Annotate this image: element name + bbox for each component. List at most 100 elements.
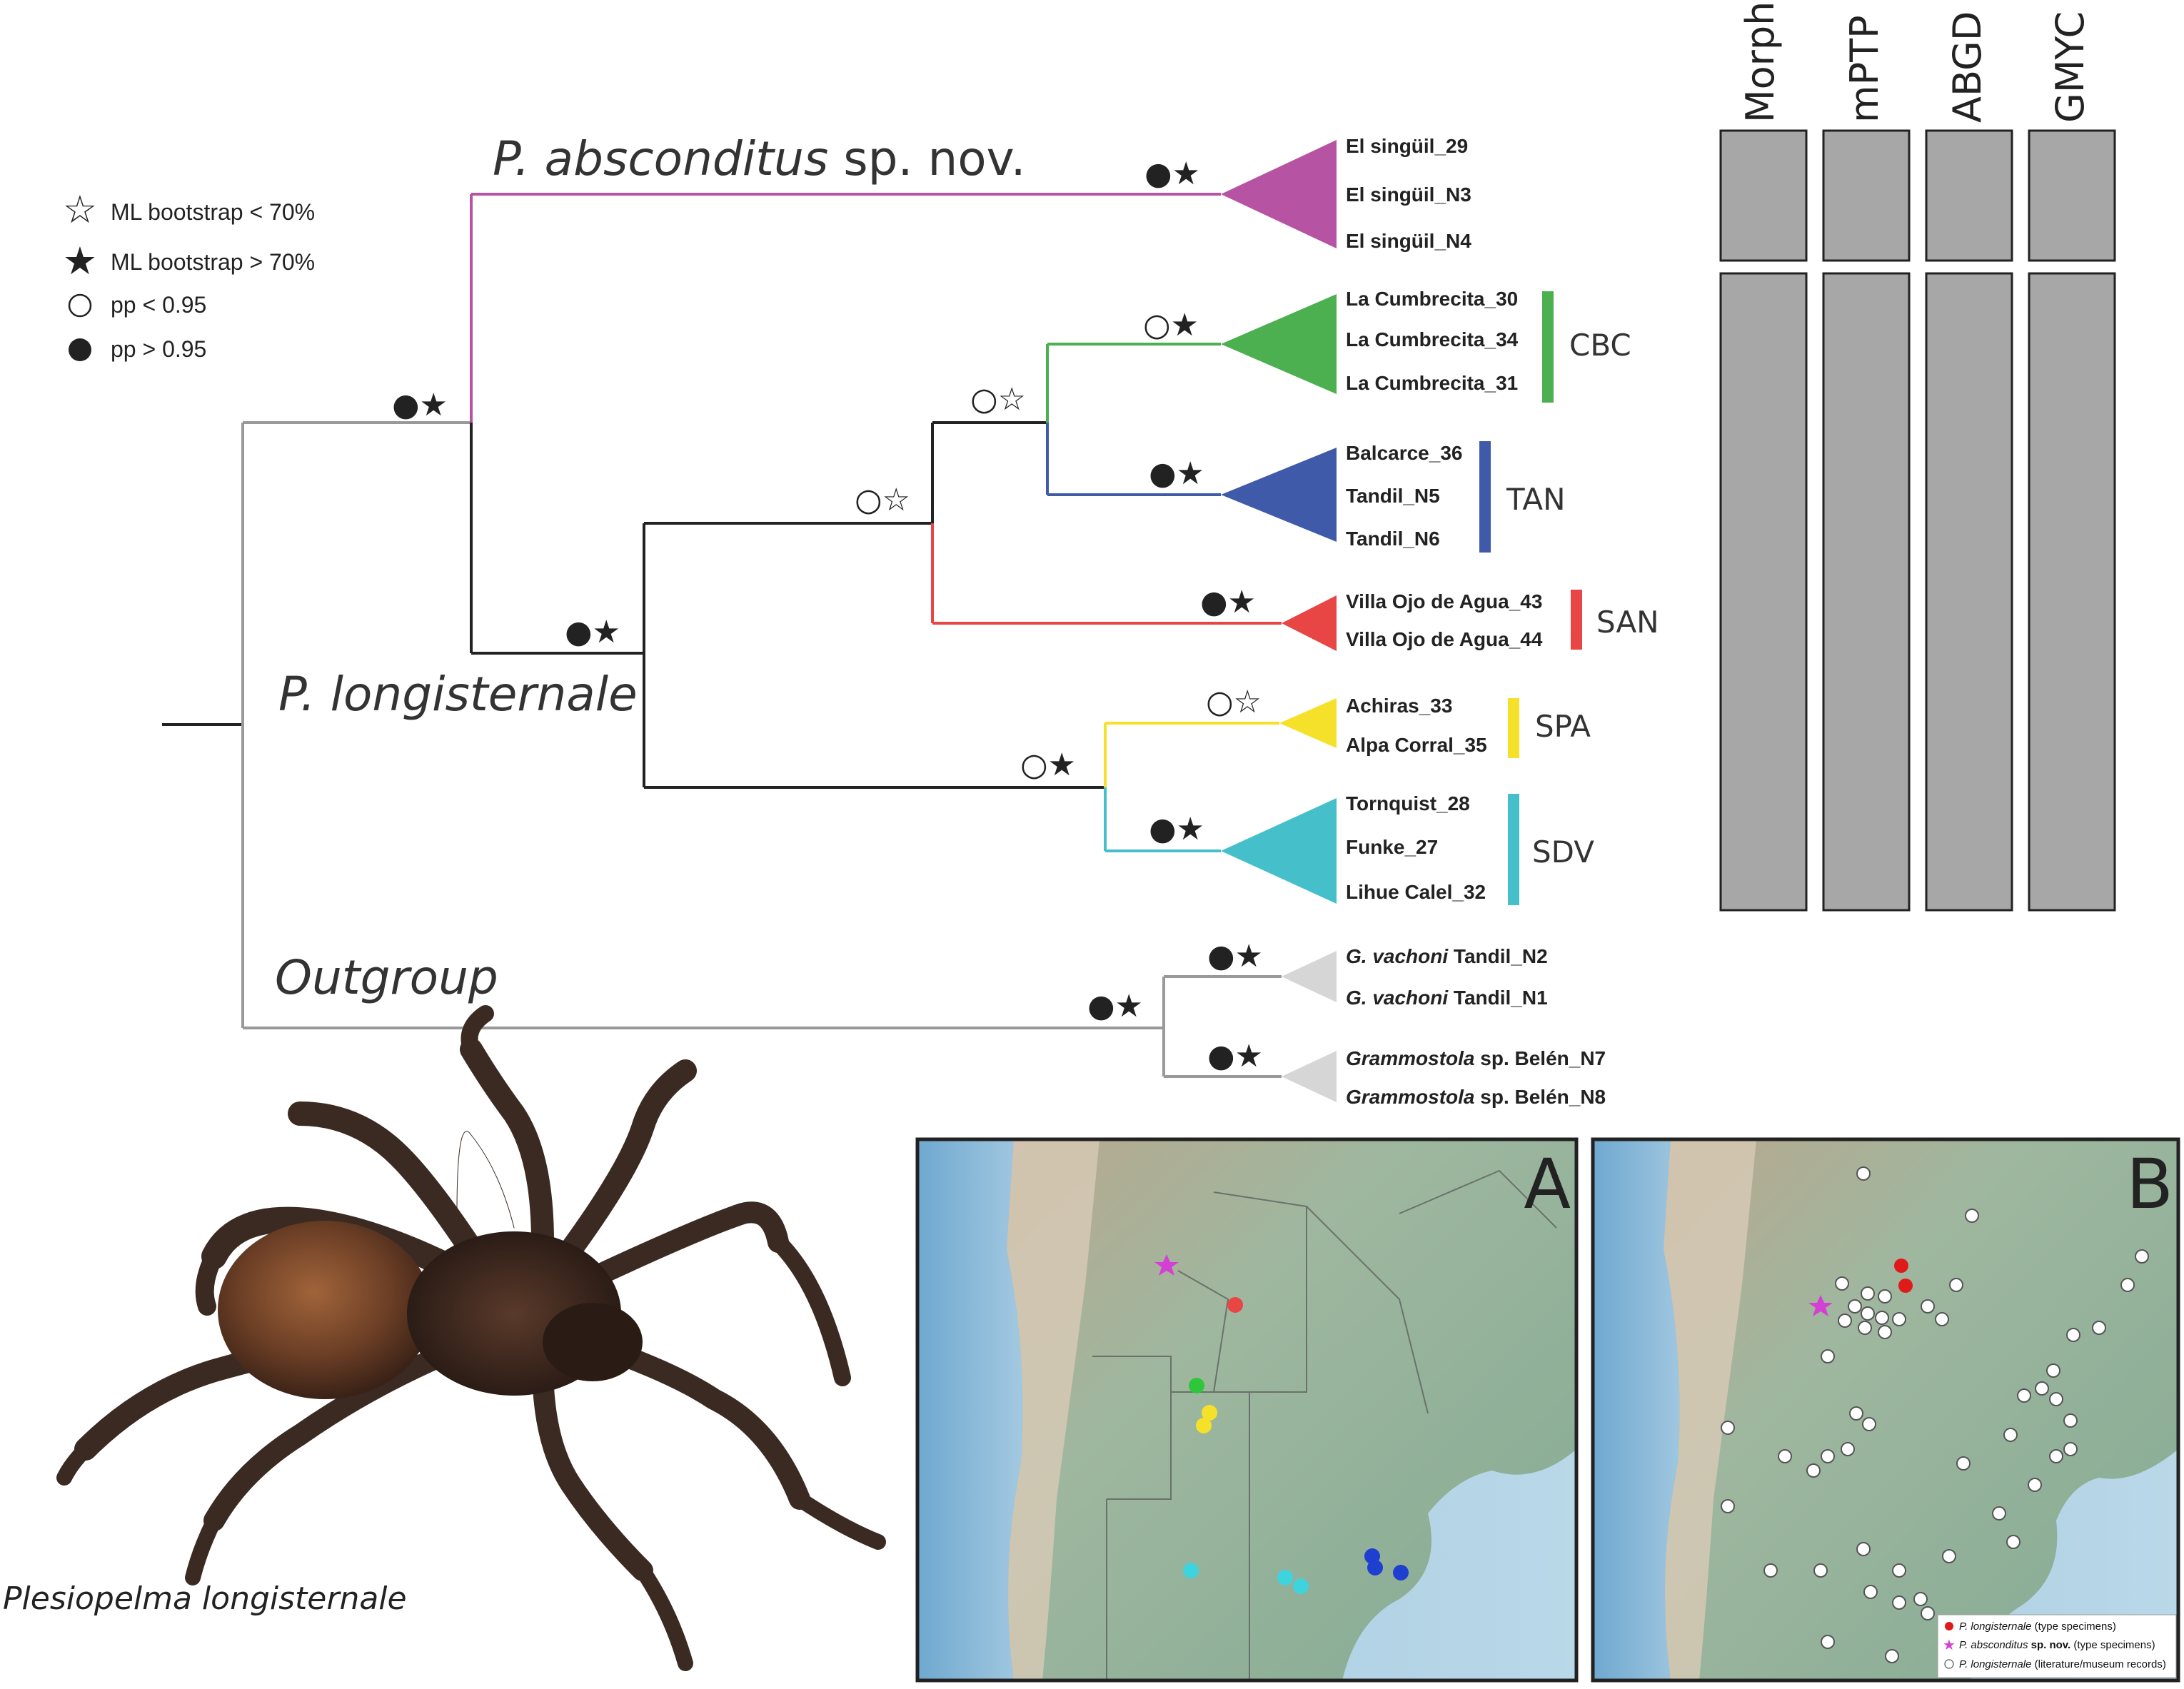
support-value: ○☆: [1206, 684, 1262, 720]
locality-point: [1196, 1418, 1212, 1433]
support-value: ●★: [1149, 811, 1204, 847]
svg-text:☆: ☆: [63, 187, 97, 232]
legend-red-dot-icon: [1945, 1622, 1953, 1630]
tip-label: Funke_27: [1346, 836, 1438, 858]
tip-label: El singüil_N3: [1346, 183, 1471, 206]
support-value: ●★: [1144, 156, 1200, 192]
locality-point: [1277, 1570, 1293, 1585]
legend-label: pp < 0.95: [111, 292, 206, 318]
support-value: ●★: [1149, 455, 1204, 492]
map-a: A: [915, 1137, 1579, 1683]
locality-point: [1202, 1405, 1217, 1421]
tip-label: Lihue Calel_32: [1346, 881, 1486, 903]
group-bar-san: [1571, 590, 1582, 650]
tip-label: Villa Ojo de Agua_44: [1346, 628, 1543, 650]
triangle-absc: [1221, 140, 1337, 248]
legend-label: pp > 0.95: [111, 336, 206, 362]
delimitation-box: [1925, 129, 2013, 262]
delimitation-columns: Morph mPTP ABGD GMYC: [1719, 1, 2116, 912]
tip-labels: El singüil_29 El singüil_N3 El singüil_N…: [1346, 135, 1606, 1108]
tip-label: Tornquist_28: [1346, 792, 1470, 815]
tip-label: La Cumbrecita_31: [1346, 372, 1518, 394]
support-value: ●★: [1200, 584, 1256, 620]
triangle-cbc: [1221, 294, 1337, 394]
tip-label: Grammostola sp. Belén_N8: [1346, 1086, 1606, 1108]
tip-label: La Cumbrecita_34: [1346, 328, 1519, 351]
support-value: ○☆: [970, 381, 1026, 418]
delimitation-box: [1822, 129, 1911, 262]
column-header: mPTP: [1842, 15, 1887, 123]
group-abbr: SDV: [1532, 835, 1594, 869]
tip-label: Balcarce_36: [1346, 442, 1462, 464]
tip-label: G. vachoni Tandil_N1: [1346, 987, 1548, 1009]
triangle-spa: [1279, 698, 1337, 748]
locality-point: [1227, 1297, 1243, 1313]
type-specimen-point: [1894, 1259, 1908, 1273]
legend-open-circle-icon: [68, 293, 92, 318]
map-a-frame: [915, 1137, 1579, 1683]
support-value: ●★: [1207, 1038, 1263, 1074]
spider-photo: Plesiopelma longisternale: [3, 1005, 886, 1671]
map-a-label: A: [1524, 1144, 1571, 1224]
tip-label: Achiras_33: [1346, 695, 1452, 717]
triangle-grammostola: [1282, 1051, 1337, 1102]
delimitation-box: [2028, 129, 2116, 262]
support-value: ●★: [565, 614, 620, 650]
map-b-frame: [1591, 1137, 2180, 1683]
triangle-vachoni: [1282, 951, 1337, 1002]
svg-text:★: ★: [63, 238, 97, 283]
triangle-san: [1282, 595, 1337, 651]
support-legend: ☆ ML bootstrap < 70% ★ ML bootstrap > 70…: [63, 187, 315, 362]
tip-label: El singüil_29: [1346, 135, 1468, 157]
column-header: ABGD: [1945, 11, 1990, 123]
map-b-type-star-icon: [1808, 1295, 1833, 1316]
map-a-borders: [1092, 1169, 1557, 1680]
support-value: ○☆: [855, 482, 910, 518]
tip-label: Villa Ojo de Agua_43: [1346, 590, 1542, 612]
map-legend-label: P. longisternale (literature/museum reco…: [1959, 1658, 2166, 1670]
group-bar-sdv: [1508, 794, 1519, 905]
spider-abdomen: [218, 1221, 432, 1399]
delimitation-box: [2028, 272, 2116, 912]
support-value: ○★: [1020, 747, 1076, 783]
legend-white-dot-icon: [1944, 1659, 1954, 1669]
delimitation-box: [1719, 129, 1808, 262]
clade-triangles: [1221, 140, 1337, 1102]
legend-label: ML bootstrap < 70%: [111, 199, 315, 225]
triangle-sdv: [1221, 798, 1337, 904]
spider-caption: Plesiopelma longisternale: [3, 1580, 407, 1617]
map-b-label: B: [2126, 1144, 2173, 1224]
clade-label-absconditus: P. absconditus sp. nov.: [493, 131, 1026, 186]
map-legend-label: P. longisternale (type specimens): [1959, 1620, 2116, 1633]
map-a-land: [1007, 1139, 1576, 1680]
column-header: GMYC: [2048, 11, 2093, 123]
type-specimen-point: [1898, 1279, 1913, 1293]
tip-label: Tandil_N6: [1346, 528, 1440, 550]
triangle-tan: [1221, 448, 1337, 542]
locality-point: [1293, 1578, 1309, 1594]
locality-point: [1393, 1565, 1409, 1580]
map-a-type-star-icon: [1154, 1254, 1179, 1276]
phylogenetic-tree: [162, 193, 1282, 1078]
column-header: Morph: [1738, 1, 1783, 123]
tip-label: La Cumbrecita_30: [1346, 288, 1518, 310]
tip-label: Tandil_N5: [1346, 485, 1440, 507]
tip-label: G. vachoni Tandil_N2: [1346, 945, 1548, 967]
group-bars: CBC TAN SAN SPA SDV: [1479, 291, 1659, 905]
group-bar-spa: [1508, 698, 1519, 758]
group-abbr: CBC: [1569, 328, 1631, 363]
legend-magenta-star-icon: ★: [1943, 1638, 1956, 1653]
tip-label: Grammostola sp. Belén_N7: [1346, 1047, 1606, 1069]
locality-point: [1183, 1563, 1199, 1578]
support-value: ●★: [1087, 988, 1143, 1024]
map-a-andes: [1007, 1139, 1099, 1680]
delimitation-box: [1719, 272, 1808, 912]
tip-label: El singüil_N4: [1346, 230, 1471, 252]
legend-filled-circle-icon: [69, 338, 91, 361]
group-abbr: SAN: [1596, 605, 1659, 640]
tip-label: Alpa Corral_35: [1346, 734, 1487, 756]
delimitation-box: [1822, 272, 1911, 912]
group-bar-cbc: [1542, 291, 1554, 403]
support-value: ○★: [1143, 307, 1199, 343]
